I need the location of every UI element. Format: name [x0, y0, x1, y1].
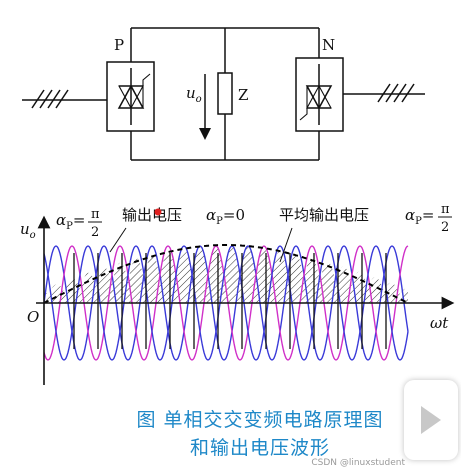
p-converter — [106, 61, 155, 132]
average-voltage-pointer — [279, 227, 293, 263]
sine-curve — [43, 245, 409, 361]
output-voltage-pointer — [109, 227, 127, 253]
alpha-mid-label: αP=0 — [206, 206, 245, 227]
load-impedance — [217, 72, 233, 115]
alpha-right-label: αP= π 2 — [405, 202, 452, 235]
commutation-lines — [73, 253, 387, 349]
caption-line-1: 图 单相交交变频电路原理图 — [136, 409, 384, 431]
svg-text:2: 2 — [91, 225, 99, 240]
average-voltage-curve — [43, 244, 409, 304]
sine-curve — [43, 245, 409, 361]
hatched-output-area — [44, 246, 408, 303]
x-axis-label: ωt — [430, 314, 449, 332]
svg-text:π: π — [441, 202, 450, 217]
svg-text:2: 2 — [441, 220, 449, 235]
n-label: N — [322, 36, 335, 54]
watermark: CSDN @linuxstudent — [311, 458, 405, 468]
svg-text:π: π — [91, 207, 100, 222]
sine-curves — [43, 245, 409, 361]
uo-label: uo — [186, 84, 202, 105]
caption-line-2: 和输出电压波形 — [189, 437, 330, 459]
svg-text:αP=: αP= — [405, 206, 434, 227]
n-converter — [295, 57, 344, 132]
play-button[interactable] — [404, 380, 458, 460]
play-icon — [421, 406, 441, 434]
red-marker-dot — [154, 208, 162, 216]
p-label: P — [114, 36, 124, 54]
svg-text:αP=0: αP=0 — [206, 206, 245, 227]
svg-text:αP=: αP= — [56, 211, 85, 232]
circuit-schematic — [22, 27, 425, 161]
waveform-plot — [36, 215, 455, 385]
sine-curve — [43, 245, 409, 361]
y-axis-label: uo — [20, 220, 36, 241]
origin-label: O — [27, 308, 39, 326]
average-voltage-annotation: 平均输出电压 — [279, 206, 369, 224]
z-label: Z — [238, 86, 248, 104]
alpha-left-label: αP= π 2 — [56, 207, 102, 240]
output-voltage-regions — [44, 246, 408, 303]
output-voltage-annotation: 输出电压 — [122, 206, 182, 224]
